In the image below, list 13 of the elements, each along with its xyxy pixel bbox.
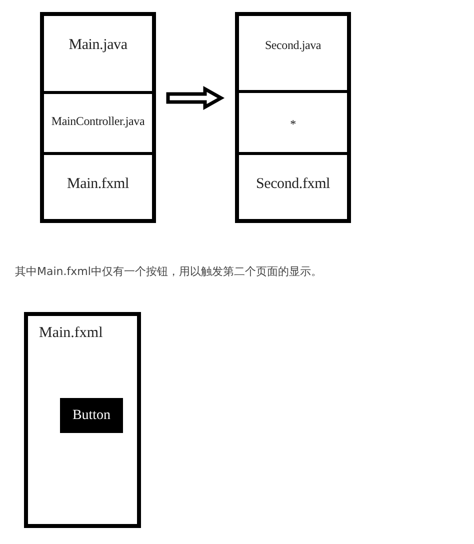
file-name: MainController.java: [51, 114, 145, 128]
note-text: 其中Main.fxml中仅有一个按钮，用以触发第二个页面的显示。: [15, 264, 322, 279]
window-frame: [24, 312, 141, 528]
file-name: Second.fxml: [256, 176, 330, 192]
file-name: Main.fxml: [67, 176, 129, 192]
window-title: Main.fxml: [39, 325, 103, 342]
file-name: Second.java: [264, 38, 322, 52]
file-stack-box: [40, 12, 156, 223]
file-name: *: [290, 116, 296, 131]
file-stack-box: [235, 12, 351, 223]
file-name: Main.java: [68, 37, 128, 53]
button: Button: [60, 398, 123, 433]
hollow-arrow: [166, 86, 225, 110]
